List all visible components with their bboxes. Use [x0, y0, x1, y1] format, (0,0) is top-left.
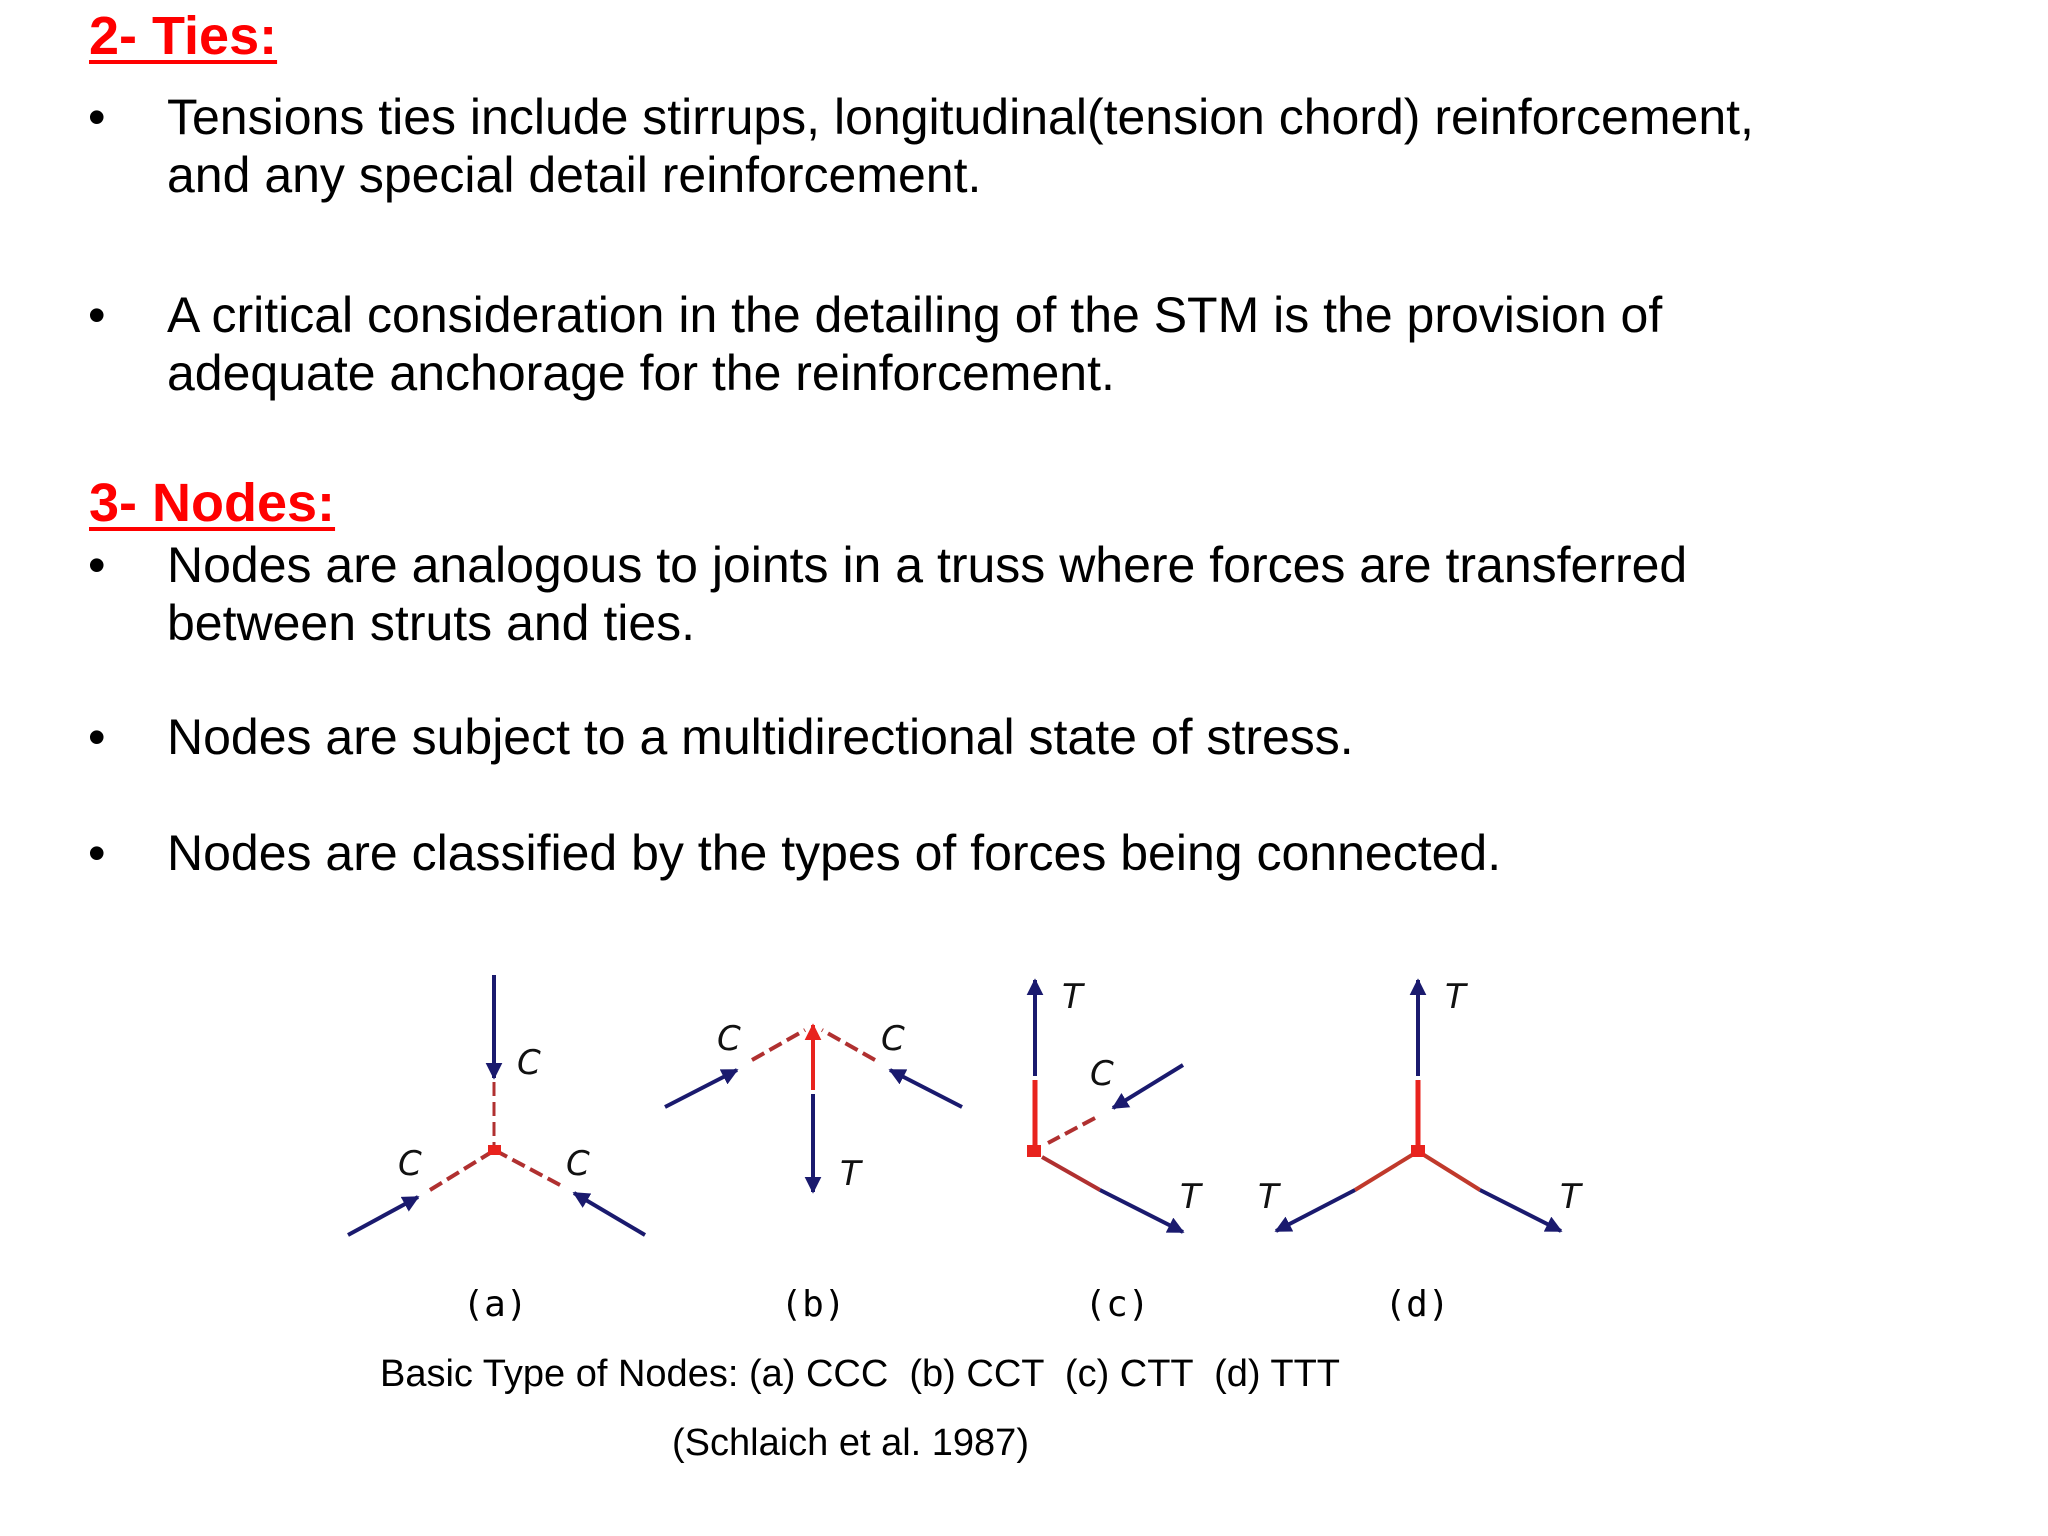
svg-text:C: C [517, 1043, 541, 1083]
node-panel-d: T T T [1258, 977, 1583, 1233]
node-types-figure: C C C C C T T C T [330, 960, 1650, 1380]
svg-text:T: T [1258, 1177, 1281, 1217]
bullet-text: Nodes are analogous to joints in a truss… [167, 537, 1688, 651]
section-heading-ties: 2- Ties: [89, 6, 278, 66]
node-panel-c: T C T [1026, 977, 1203, 1234]
bullet-marker: • [88, 537, 106, 593]
figure-caption: Basic Type of Nodes: (a) CCC (b) CCT (c)… [380, 1353, 1341, 1395]
svg-text:C: C [717, 1019, 741, 1059]
panel-label-d: (d) [1384, 1284, 1450, 1325]
panel-label-c: (c) [1084, 1284, 1150, 1325]
svg-text:C: C [1090, 1054, 1114, 1094]
bullet-text: Nodes are subject to a multidirectional … [167, 709, 1354, 765]
bullet-marker: • [88, 287, 106, 343]
panel-label-a: (a) [462, 1284, 528, 1325]
svg-text:T: T [1180, 1177, 1203, 1217]
svg-text:T: T [840, 1154, 863, 1194]
figure-citation: (Schlaich et al. 1987) [672, 1422, 1029, 1464]
bullet-marker: • [88, 89, 106, 145]
node-panel-a: C C C [347, 975, 647, 1237]
bullet-text: Nodes are classified by the types of for… [167, 825, 1502, 881]
svg-text:C: C [398, 1144, 422, 1184]
bullet-text: Tensions ties include stirrups, longitud… [167, 89, 1754, 203]
svg-text:T: T [1445, 977, 1468, 1017]
panel-label-b: (b) [780, 1284, 846, 1325]
bullet-marker: • [88, 825, 106, 881]
bullet-marker: • [88, 709, 106, 765]
svg-text:T: T [1062, 977, 1085, 1017]
svg-text:C: C [566, 1144, 590, 1184]
svg-text:C: C [881, 1019, 905, 1059]
section-heading-nodes: 3- Nodes: [89, 473, 336, 533]
node-panel-b: C C T [664, 1019, 963, 1194]
node-diagram-svg: C C C C C T T C T [347, 975, 1583, 1237]
bullet-text: A critical consideration in the detailin… [167, 287, 1663, 401]
svg-text:T: T [1560, 1177, 1583, 1217]
